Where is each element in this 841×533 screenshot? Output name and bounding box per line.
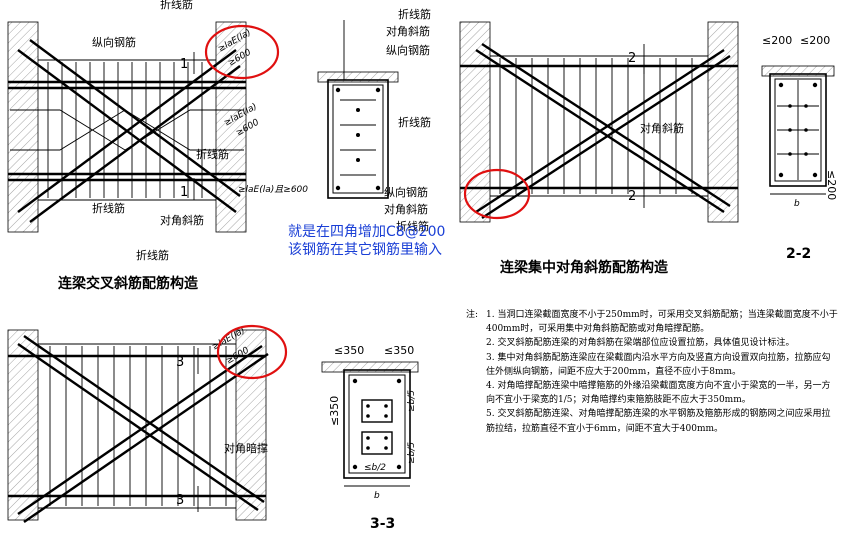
note-row: 注: 1. 当洞口连梁截面宽度不小于250mm时，可采用交叉斜筋配筋；当连梁截面… (466, 308, 838, 336)
label-s1-bent2: 折线筋 (398, 115, 431, 129)
notes-lead: 注: (466, 310, 479, 320)
left-wall (7, 21, 39, 233)
dim-s3-350b: ≤350 (384, 344, 414, 357)
dim-s2-200: ≤200 (762, 34, 792, 47)
highlight-circle (204, 24, 280, 80)
strut-beam-elevation: 3 3 ≥laE(la) ≥600 对角暗撑 (7, 324, 288, 523)
section-mark-1-bottom: 1 (180, 185, 188, 200)
section-mark-3-bottom: 3 (176, 493, 184, 508)
label-diagonal-bar-2: 对角斜筋 (640, 121, 684, 135)
label-s1-bent3: 折线筋 (396, 219, 429, 233)
dim-s3-350: ≤350 (334, 344, 364, 357)
right-wall (215, 21, 247, 233)
title-section-2-2: 2-2 (786, 246, 811, 262)
section-outline (327, 79, 389, 199)
label-s1-bent: 折线筋 (398, 7, 431, 21)
note-3: 3. 集中对角斜筋配筋连梁应在梁截面内沿水平方向及竖直方向设置双向拉筋，拉筋应勾… (486, 352, 831, 377)
label-diagonal-bar: 对角斜筋 (160, 213, 204, 227)
dim-s3-b2: ≤b/2 (364, 463, 386, 473)
label-s1-diagonal: 对角斜筋 (386, 24, 430, 38)
label-strut: 对角暗撑 (224, 441, 268, 455)
note-4: 4. 对角暗撑配筋连梁中暗撑箍筋的外缘沿梁截面宽度方向不宜小于梁宽的一半，另一方… (486, 381, 831, 406)
section-mark-3-top: 3 (176, 355, 184, 370)
dim-s3-b: b (374, 491, 380, 501)
section-2-2: ≤200 ≤200 ≤200 b 2-2 (761, 34, 838, 262)
dim-s3-v350: ≤350 (328, 396, 341, 426)
dim-s2-200b: ≤200 (800, 34, 830, 47)
note-row: 5. 交叉斜筋配筋连梁、对角暗撑配筋连梁的水平钢筋及箍筋形成的钢筋网之间应采用拉… (466, 407, 838, 435)
diag-beam-elevation: 2 2 对角斜筋 连梁集中对角斜筋配筋构造 (459, 21, 739, 276)
notes-block: 注: 1. 当洞口连梁截面宽度不小于250mm时，可采用交叉斜筋配筋；当连梁截面… (466, 308, 838, 436)
note-row: 4. 对角暗撑配筋连梁中暗撑箍筋的外缘沿梁截面宽度方向不宜小于梁宽的一半，另一方… (466, 379, 838, 407)
note-2: 2. 交叉斜筋配筋连梁的对角斜筋在梁端部位应设置拉筋，具体值见设计标注。 (486, 338, 795, 349)
title-cross-beam: 连梁交叉斜筋配筋构造 (58, 275, 198, 292)
note-5: 5. 交叉斜筋配筋连梁、对角暗撑配筋连梁的水平钢筋及箍筋形成的钢筋网之间应采用拉… (486, 409, 831, 434)
annotation-line-1: 就是在四角增加C8@200 (288, 224, 445, 240)
label-s1-long2: 纵向钢筋 (384, 185, 428, 199)
section-3-3: ≤350 ≤350 ≤350 ≥b/5 ≥b/5 ≤b/2 b 3-3 (321, 344, 419, 532)
annotation-line-2: 该钢筋在其它钢筋里输入 (288, 241, 442, 258)
label-longitudinal-bar: 纵向钢筋 (92, 35, 136, 49)
title-diag-beam: 连梁集中对角斜筋配筋构造 (500, 259, 668, 276)
bent-bar (10, 109, 244, 151)
note-row: 2. 交叉斜筋配筋连梁的对角斜筋在梁端部位应设置拉筋，具体值见设计标注。 (466, 336, 838, 350)
note-1: 1. 当洞口连梁截面宽度不小于250mm时，可采用交叉斜筋配筋；当连梁截面宽度不… (486, 310, 838, 335)
dim-s2-v200: ≤200 (825, 170, 838, 200)
section-1-1: 折线筋 对角斜筋 纵向钢筋 折线筋 纵向钢筋 对角斜筋 折线筋 (317, 7, 431, 233)
cross-beam-elevation: 1 1 折线筋 纵向钢筋 折线筋 折线筋 对角斜筋 折线筋 ≥laE(la) ≥… (7, 0, 308, 292)
dim-s3-b5b: ≥b/5 (407, 442, 417, 464)
label-bent-bar-bottom: 折线筋 (136, 248, 169, 262)
title-section-3-3: 3-3 (370, 516, 395, 532)
note-row: 3. 集中对角斜筋配筋连梁应在梁截面内沿水平方向及竖直方向设置双向拉筋，拉筋应勾… (466, 351, 838, 379)
label-bent-bar-low: 折线筋 (92, 201, 125, 215)
section-mark-2-top: 2 (628, 51, 636, 66)
label-bent-bar-mid: 折线筋 (196, 147, 229, 161)
section-mark-1-top: 1 (180, 57, 188, 72)
label-bent-bar-top: 折线筋 (160, 0, 193, 11)
dim-s3-b5: ≥b/5 (407, 390, 417, 412)
section-mark-2-bottom: 2 (628, 189, 636, 204)
label-s1-long: 纵向钢筋 (386, 43, 430, 57)
label-s1-diagonal2: 对角斜筋 (384, 202, 428, 216)
dim-s2-b: b (794, 199, 800, 209)
anchor-label-5: ≥laE(la)且≥600 (238, 184, 308, 195)
